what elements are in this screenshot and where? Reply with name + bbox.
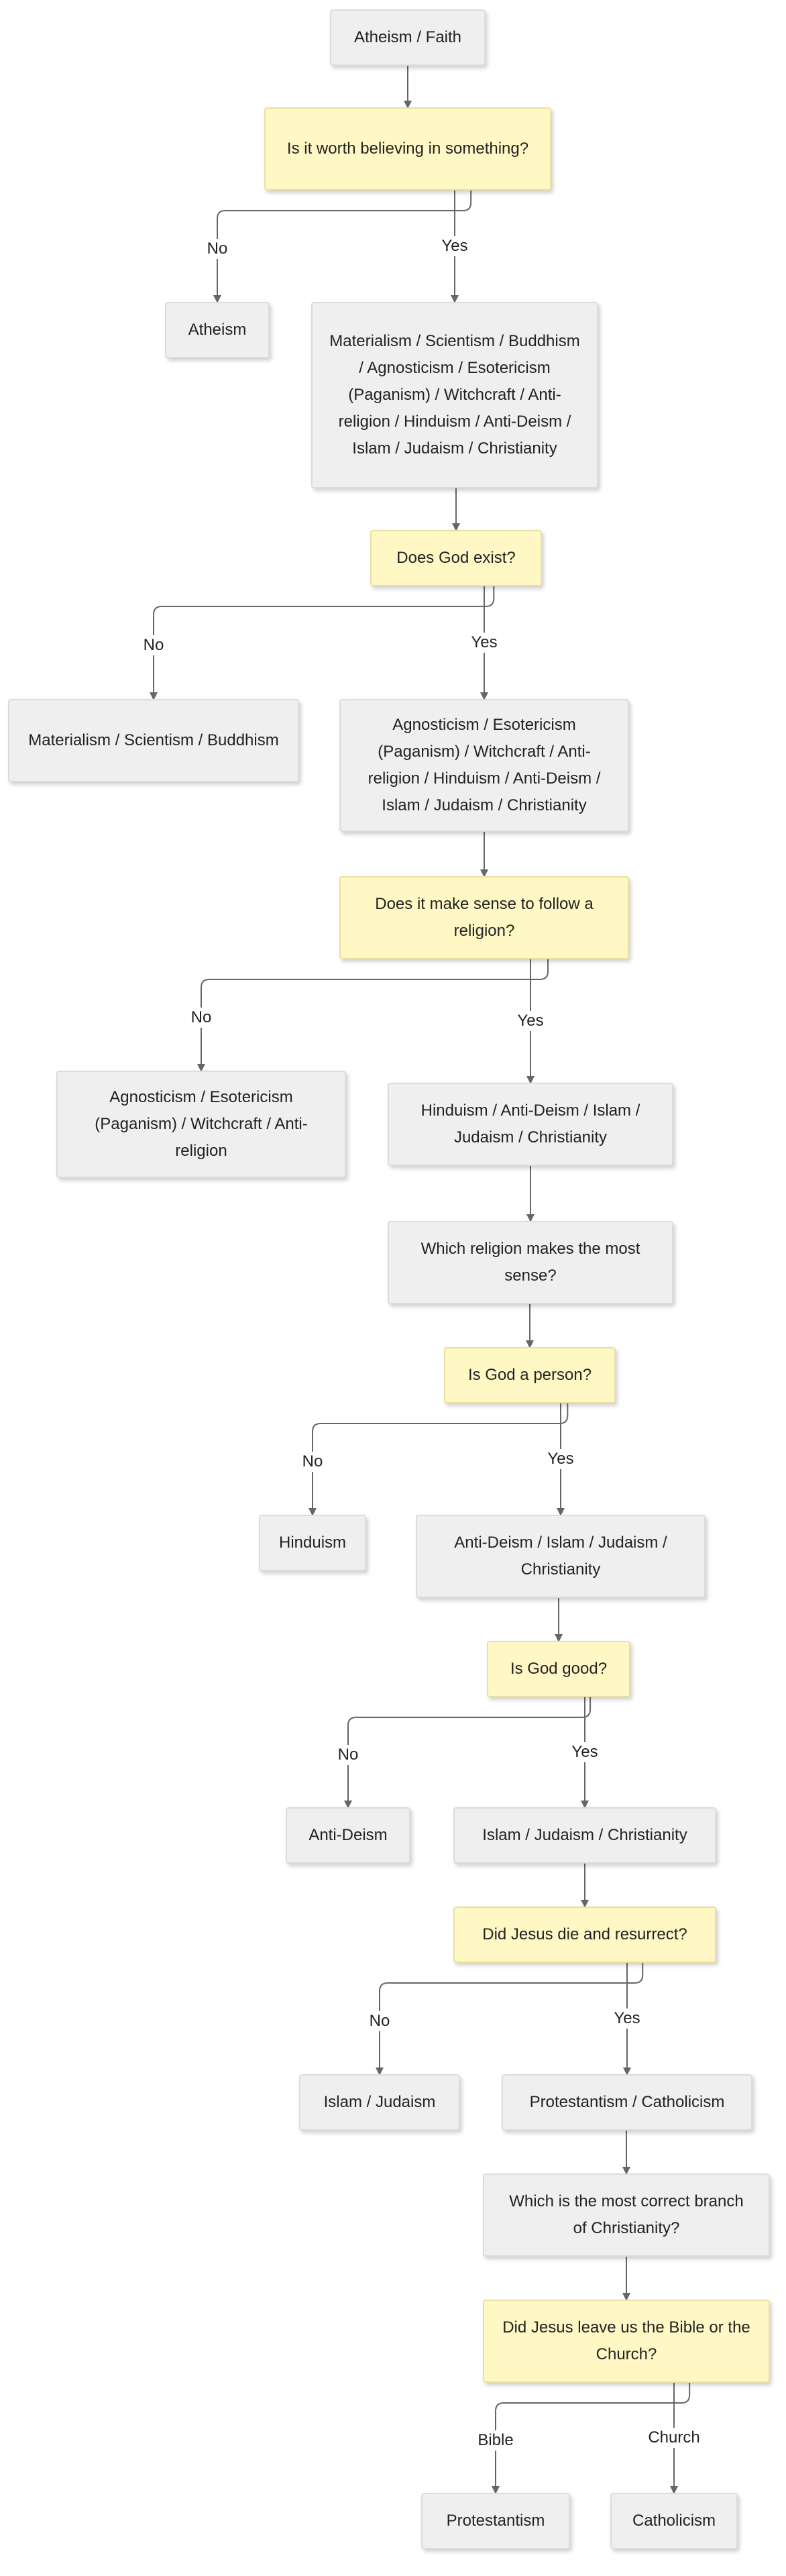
- edge-q-god-person-to-hinduism: [308, 1403, 569, 1516]
- edge-label-church: Church: [645, 2428, 703, 2448]
- edge-label-no: No: [299, 1452, 326, 1472]
- node-set-abrahamic: Islam / Judaism / Christianity: [453, 1807, 716, 1864]
- edge-q-believe-to-atheism: [213, 191, 472, 303]
- node-set-personal: Anti-Deism / Islam / Judaism / Christian…: [416, 1515, 706, 1598]
- node-atheism: Atheism: [165, 302, 270, 358]
- node-q-god-person: Is God a person?: [444, 1347, 616, 1403]
- node-q-religion: Does it make sense to follow a religion?: [339, 876, 629, 959]
- node-materialism: Materialism / Scientism / Buddhism: [8, 699, 299, 782]
- node-q-believe: Is it worth believing in something?: [264, 107, 551, 191]
- edge-label-yes: Yes: [569, 1742, 601, 1762]
- node-catholicism: Catholicism: [610, 2493, 738, 2549]
- edge-q-god-good-to-anti-deism: [344, 1697, 592, 1809]
- node-agnosticism: Agnosticism / Esotericism (Paganism) / W…: [56, 1071, 346, 1178]
- node-which-religion: Which religion makes the most sense?: [388, 1221, 673, 1304]
- edge-label-yes: Yes: [545, 1449, 577, 1469]
- node-set-christian: Protestantism / Catholicism: [502, 2074, 752, 2131]
- node-set-theist: Agnosticism / Esotericism (Paganism) / W…: [339, 699, 629, 832]
- edge-label-no: No: [188, 1008, 215, 1028]
- node-hinduism: Hinduism: [259, 1515, 366, 1571]
- edge-label-no: No: [366, 2011, 393, 2032]
- edge-q-god-exist-to-materialism: [150, 586, 495, 700]
- node-anti-deism: Anti-Deism: [286, 1807, 410, 1864]
- edge-label-no: No: [204, 239, 231, 260]
- node-set-all: Materialism / Scientism / Buddhism / Agn…: [311, 302, 598, 488]
- edge-label-no: No: [140, 635, 167, 655]
- node-protestantism: Protestantism: [421, 2493, 570, 2549]
- edge-q-jesus-to-islam-judaism: [376, 1963, 644, 2076]
- node-set-religions: Hinduism / Anti-Deism / Islam / Judaism …: [388, 1083, 673, 1166]
- edge-label-yes: Yes: [439, 236, 471, 256]
- node-q-god-good: Is God good?: [487, 1641, 630, 1697]
- edge-q-religion-to-agnosticism: [197, 959, 549, 1072]
- node-q-jesus: Did Jesus die and resurrect?: [453, 1907, 716, 1963]
- node-q-bible-church: Did Jesus leave us the Bible or the Chur…: [483, 2300, 770, 2383]
- edge-label-bible: Bible: [475, 2430, 516, 2451]
- node-start: Atheism / Faith: [330, 9, 486, 66]
- edge-label-yes: Yes: [611, 2008, 643, 2029]
- node-which-branch: Which is the most correct branch of Chri…: [483, 2174, 770, 2257]
- edge-label-yes: Yes: [468, 633, 500, 653]
- edge-q-bible-church-to-protestantism: [492, 2383, 691, 2494]
- node-q-god-exist: Does God exist?: [370, 530, 542, 586]
- edge-label-no: No: [335, 1745, 361, 1766]
- edge-label-yes: Yes: [514, 1011, 547, 1031]
- node-islam-judaism: Islam / Judaism: [299, 2074, 460, 2131]
